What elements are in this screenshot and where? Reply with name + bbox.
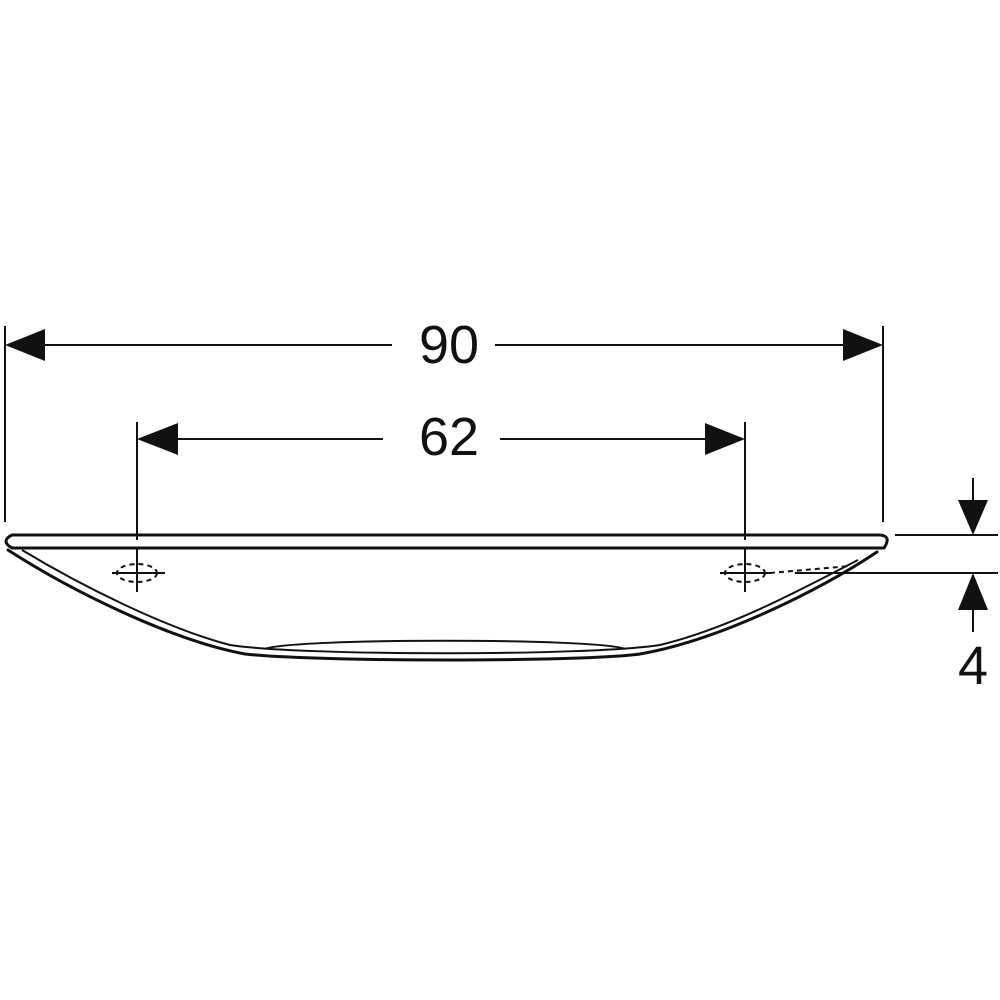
arrowhead-hole-right-icon: [705, 423, 745, 455]
basin-inner-profile: [21, 549, 859, 655]
arrowhead-hole-left-icon: [137, 423, 178, 455]
arrowhead-up-icon: [958, 573, 988, 610]
basin-body: [4, 533, 889, 662]
basin-outer-profile: [6, 548, 879, 662]
dimension-edge-to-hole: 4: [795, 478, 998, 696]
fixing-hole-right: [720, 548, 770, 592]
hole-center-projection-line: [769, 565, 851, 574]
arrowhead-down-icon: [958, 500, 988, 535]
dimension-label-edge-to-hole: 4: [958, 636, 988, 696]
fixing-hole-left: [112, 548, 165, 592]
arrowhead-right-icon: [843, 329, 883, 361]
basin-bottom-surface: [264, 639, 626, 650]
arrowhead-left-icon: [5, 329, 45, 361]
dimension-overall-width: 90: [4, 315, 884, 522]
basin-top-rim: [4, 533, 889, 550]
dimension-label-overall-width: 90: [419, 315, 479, 375]
dimension-label-hole-spacing: 62: [419, 407, 479, 467]
dimension-hole-spacing: 62: [136, 407, 746, 540]
